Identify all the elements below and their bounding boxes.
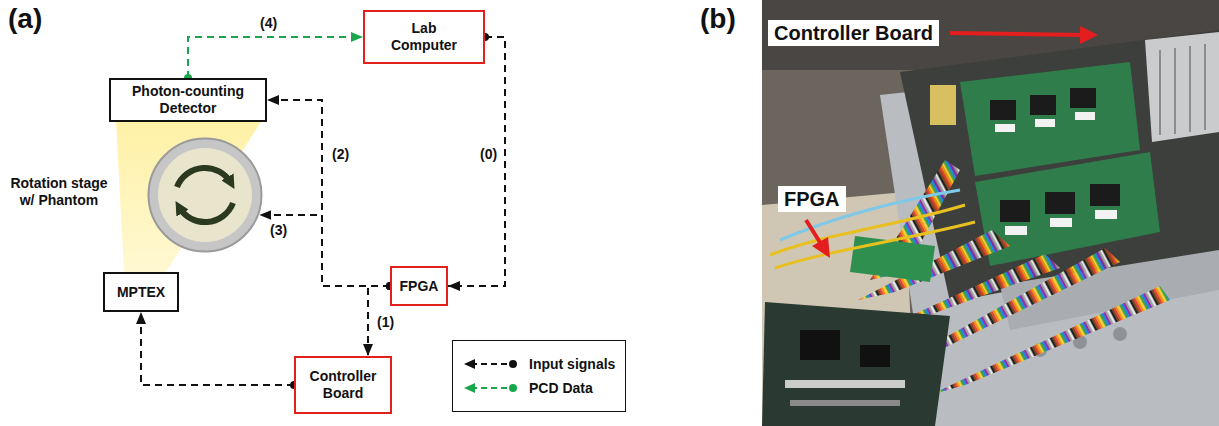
signal-number: (4) <box>258 15 279 32</box>
data-connector <box>188 37 363 78</box>
legend-text: Input signals <box>529 356 615 372</box>
signal-number: (3) <box>268 222 289 239</box>
drawing-part <box>880 254 1060 330</box>
drawing-part <box>1000 200 1030 222</box>
computer-box: Lab Computer <box>363 10 485 64</box>
drawing-part <box>762 0 1219 426</box>
rotation-stage-symbol <box>147 137 263 253</box>
drawing-part <box>1045 192 1075 214</box>
drawing-part <box>1113 327 1127 341</box>
drawing-part <box>116 120 262 272</box>
drawing-part <box>806 220 821 244</box>
drawing-part <box>790 400 900 406</box>
drawing-part <box>179 203 233 222</box>
photo-callout: Controller Board <box>768 20 939 46</box>
signal-number: (1) <box>375 314 396 331</box>
drawing-part <box>1095 210 1117 219</box>
drawing-part <box>858 230 1010 300</box>
drawing-part <box>930 286 1170 395</box>
drawing-part <box>149 139 262 252</box>
signal-number: (2) <box>330 146 351 163</box>
drawing-part <box>770 205 965 255</box>
drawing-part <box>1075 112 1095 120</box>
node-label: Controller Board <box>302 368 384 402</box>
drawing-part <box>471 387 513 389</box>
drawing-part <box>762 192 915 426</box>
drawing-part <box>1005 226 1027 235</box>
drawing-part <box>1080 26 1098 44</box>
signal-number: (0) <box>478 146 499 163</box>
drawing-part <box>1189 46 1191 132</box>
drawing-part <box>880 58 1219 426</box>
drawing-part <box>850 236 935 282</box>
node-label: Photon-counting Detector <box>117 83 259 117</box>
drawing-part <box>1159 50 1161 135</box>
legend-text: PCD Data <box>529 380 593 396</box>
drawing-part <box>990 100 1016 120</box>
legend-row: Input signals <box>463 356 615 372</box>
controller-box: Controller Board <box>294 356 392 414</box>
system-photo <box>762 0 1219 426</box>
drawing-part <box>905 248 1120 360</box>
node-label: MPTEX <box>117 284 165 301</box>
node-label: Lab Computer <box>379 20 469 54</box>
signal-connector <box>141 312 294 385</box>
drawing-part <box>900 30 1219 302</box>
drawing-part <box>158 148 252 242</box>
legend-row: PCD Data <box>463 380 615 396</box>
source-box: MPTEX <box>103 272 179 312</box>
drawing-part <box>1000 250 1219 330</box>
fpga-box: FPGA <box>390 266 448 306</box>
legend-box: Input signalsPCD Data <box>452 340 626 412</box>
panel-label: (a) <box>8 2 42 36</box>
drawing-part <box>509 360 517 368</box>
drawing-part <box>177 168 231 187</box>
drawing-part <box>471 363 513 365</box>
drawing-part <box>1033 343 1047 357</box>
drawing-part <box>775 222 975 268</box>
drawing-part <box>1070 88 1096 108</box>
drawing-part <box>1204 44 1206 130</box>
rotation-stage: Rotation stage w/ Phantom <box>147 137 263 253</box>
drawing-part <box>1090 184 1120 206</box>
drawing-part <box>762 0 1219 70</box>
drawing-part <box>995 124 1015 132</box>
drawing-part <box>1073 335 1087 349</box>
drawing-part <box>785 380 905 388</box>
drawing-part <box>870 160 960 280</box>
drawing-part <box>930 85 956 125</box>
node-label: Rotation stage w/ Phantom <box>6 175 112 209</box>
drawing-part <box>1030 95 1056 115</box>
detector-box: Photon-counting Detector <box>109 78 267 122</box>
signal-connector <box>259 215 390 286</box>
drawing-part <box>464 359 475 369</box>
node-label: FPGA <box>400 278 439 295</box>
signal-connector <box>448 37 505 286</box>
drawing-part <box>464 383 475 393</box>
drawing-part <box>509 384 517 392</box>
legend-line-sample <box>463 356 519 372</box>
drawing-part <box>950 33 1082 35</box>
xray-beam-cone <box>116 120 262 272</box>
drawing-part <box>1050 218 1072 227</box>
drawing-part <box>975 152 1160 266</box>
drawing-part <box>812 237 830 258</box>
drawing-part <box>960 62 1140 176</box>
drawing-part <box>800 330 840 360</box>
drawing-part <box>1174 48 1176 134</box>
photo-callout: FPGA <box>778 186 846 212</box>
panel-label: (b) <box>700 2 736 36</box>
drawing-part <box>1145 32 1219 142</box>
drawing-part <box>1035 119 1055 127</box>
drawing-part <box>860 345 890 367</box>
signal-connector <box>267 100 390 286</box>
drawing-part <box>762 302 950 426</box>
legend-line-sample <box>463 380 519 396</box>
